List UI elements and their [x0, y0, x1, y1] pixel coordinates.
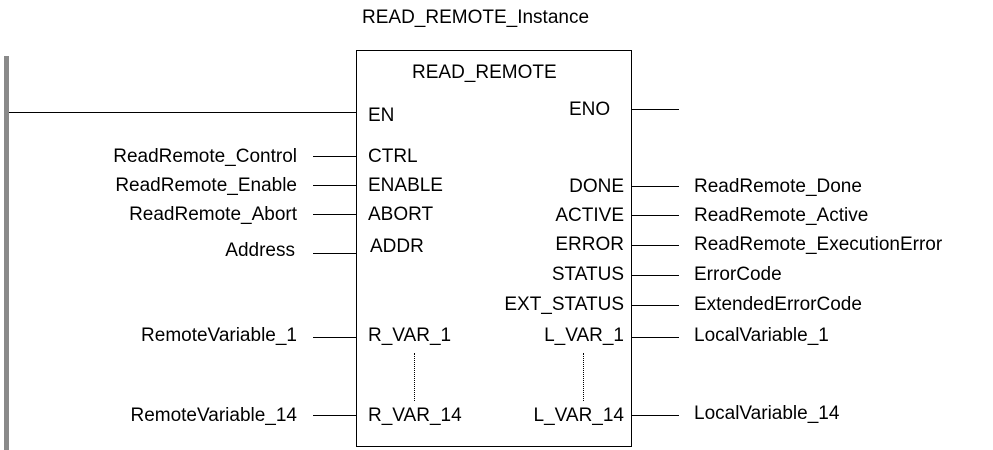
output-line [632, 415, 679, 416]
output-pin: DONE [569, 176, 624, 197]
output-line [632, 305, 679, 306]
output-variable: ReadRemote_Active [694, 205, 869, 226]
input-line [313, 185, 356, 186]
output-variable: ErrorCode [694, 264, 782, 285]
eno-connection-line [632, 109, 679, 110]
output-pin: ACTIVE [555, 205, 624, 226]
input-variable: RemoteVariable_1 [141, 325, 297, 346]
output-pin: EXT_STATUS [504, 294, 624, 315]
input-pin: ENABLE [368, 175, 443, 196]
input-line [313, 253, 356, 254]
output-line [632, 245, 679, 246]
power-rail [4, 56, 9, 450]
output-pin: ERROR [555, 234, 624, 255]
output-pin: STATUS [551, 264, 624, 285]
input-line [313, 337, 356, 338]
output-continuation-dots [583, 353, 584, 401]
block-title: READ_REMOTE [412, 62, 557, 83]
output-line [632, 215, 679, 216]
input-continuation-dots [414, 353, 415, 401]
output-line [632, 337, 679, 338]
function-block-box [356, 50, 632, 447]
output-variable: ReadRemote_Done [694, 176, 862, 197]
output-line [632, 186, 679, 187]
input-pin: ABORT [368, 204, 434, 225]
input-pin: CTRL [368, 146, 418, 167]
input-line [313, 214, 356, 215]
pin-eno: ENO [569, 99, 611, 120]
input-variable: Address [225, 240, 295, 261]
instance-name: READ_REMOTE_Instance [362, 7, 590, 28]
output-pin: L_VAR_1 [544, 325, 624, 346]
input-line [313, 156, 356, 157]
input-pin: R_VAR_1 [368, 325, 452, 346]
pin-en: EN [368, 105, 395, 126]
output-variable: ExtendedErrorCode [694, 294, 862, 315]
output-variable: ReadRemote_ExecutionError [694, 234, 943, 255]
input-variable: ReadRemote_Enable [115, 175, 297, 196]
input-variable: ReadRemote_Abort [129, 204, 297, 225]
input-line [313, 415, 356, 416]
input-variable: RemoteVariable_14 [130, 405, 297, 426]
input-pin: R_VAR_14 [368, 405, 462, 426]
output-line [632, 275, 679, 276]
input-pin: ADDR [370, 236, 424, 257]
en-connection-line [9, 112, 356, 113]
output-pin: L_VAR_14 [533, 405, 625, 426]
output-variable: LocalVariable_1 [694, 325, 829, 346]
output-variable: LocalVariable_14 [694, 403, 840, 424]
input-variable: ReadRemote_Control [113, 146, 297, 167]
